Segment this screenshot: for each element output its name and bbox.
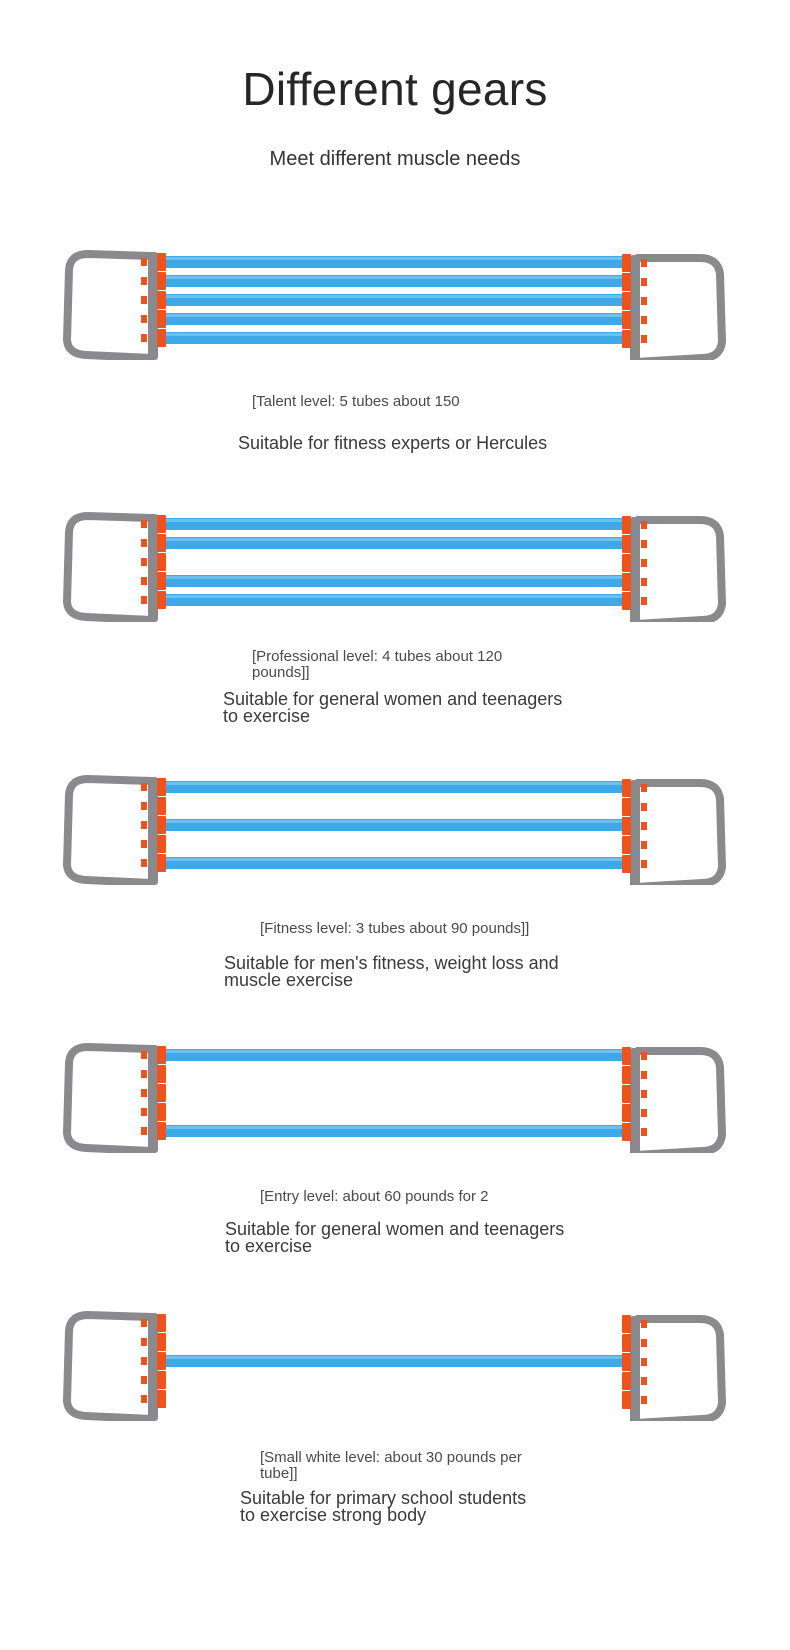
gear-level-label: [Talent level: 5 tubes about 150 — [252, 393, 460, 410]
gear-level-label: [Fitness level: 3 tubes about 90 pounds]… — [260, 920, 530, 937]
clip-icon — [157, 291, 166, 309]
clip-icon — [157, 329, 166, 347]
clip-icon — [157, 1065, 166, 1083]
chest-expander-4-tubes — [0, 512, 790, 622]
right-handle-icon — [630, 516, 726, 622]
clip-icon — [157, 1333, 166, 1351]
clip-icon — [157, 1122, 166, 1140]
clip-icon — [157, 1314, 166, 1332]
clip-icon — [157, 310, 166, 328]
clip-icon — [157, 1103, 166, 1121]
clip-icon — [157, 553, 166, 571]
right-handle-icon — [630, 1315, 726, 1421]
gear-description: Suitable for general women and teenagers… — [225, 1219, 565, 1256]
chest-expander-1-tube — [0, 1311, 790, 1421]
clip-icon — [157, 572, 166, 590]
clip-icon — [157, 797, 166, 815]
clip-icon — [157, 1371, 166, 1389]
right-handle-icon — [630, 254, 726, 360]
chest-expander-2-tubes — [0, 1043, 790, 1153]
gear-level-label: [Professional level: 4 tubes about 120 p… — [252, 648, 503, 681]
clip-icon — [157, 253, 166, 271]
left-handle-icon — [63, 775, 158, 885]
chest-expander-3-tubes — [0, 775, 790, 885]
clip-icon — [157, 816, 166, 834]
gear-level-label: [Entry level: about 60 pounds for 2 — [260, 1188, 489, 1205]
clip-icon — [157, 1352, 166, 1370]
clip-icon — [157, 534, 166, 552]
left-handle-icon — [63, 250, 158, 360]
clip-icon — [157, 835, 166, 853]
clip-icon — [157, 272, 166, 290]
left-handle-icon — [63, 1311, 158, 1421]
left-handle-icon — [63, 1043, 158, 1153]
left-handle-icon — [63, 512, 158, 622]
right-handle-icon — [630, 1047, 726, 1153]
clip-icon — [157, 515, 166, 533]
page-title: Different gears — [242, 63, 548, 115]
gear-description: Suitable for general women and teenagers… — [223, 689, 563, 726]
gear-level-label: [Small white level: about 30 pounds per … — [260, 1449, 522, 1482]
chest-expander-5-tubes — [0, 250, 790, 360]
clip-icon — [157, 854, 166, 872]
clip-icon — [157, 1046, 166, 1064]
right-handle-icon — [630, 779, 726, 885]
clip-icon — [157, 591, 166, 609]
clip-icon — [157, 1084, 166, 1102]
gear-description: Suitable for men's fitness, weight loss … — [224, 953, 559, 990]
gear-description: Suitable for fitness experts or Hercules — [238, 433, 548, 453]
clip-icon — [157, 1390, 166, 1408]
gear-description: Suitable for primary school students to … — [240, 1488, 527, 1525]
clip-icon — [157, 778, 166, 796]
page-subtitle: Meet different muscle needs — [269, 148, 521, 170]
